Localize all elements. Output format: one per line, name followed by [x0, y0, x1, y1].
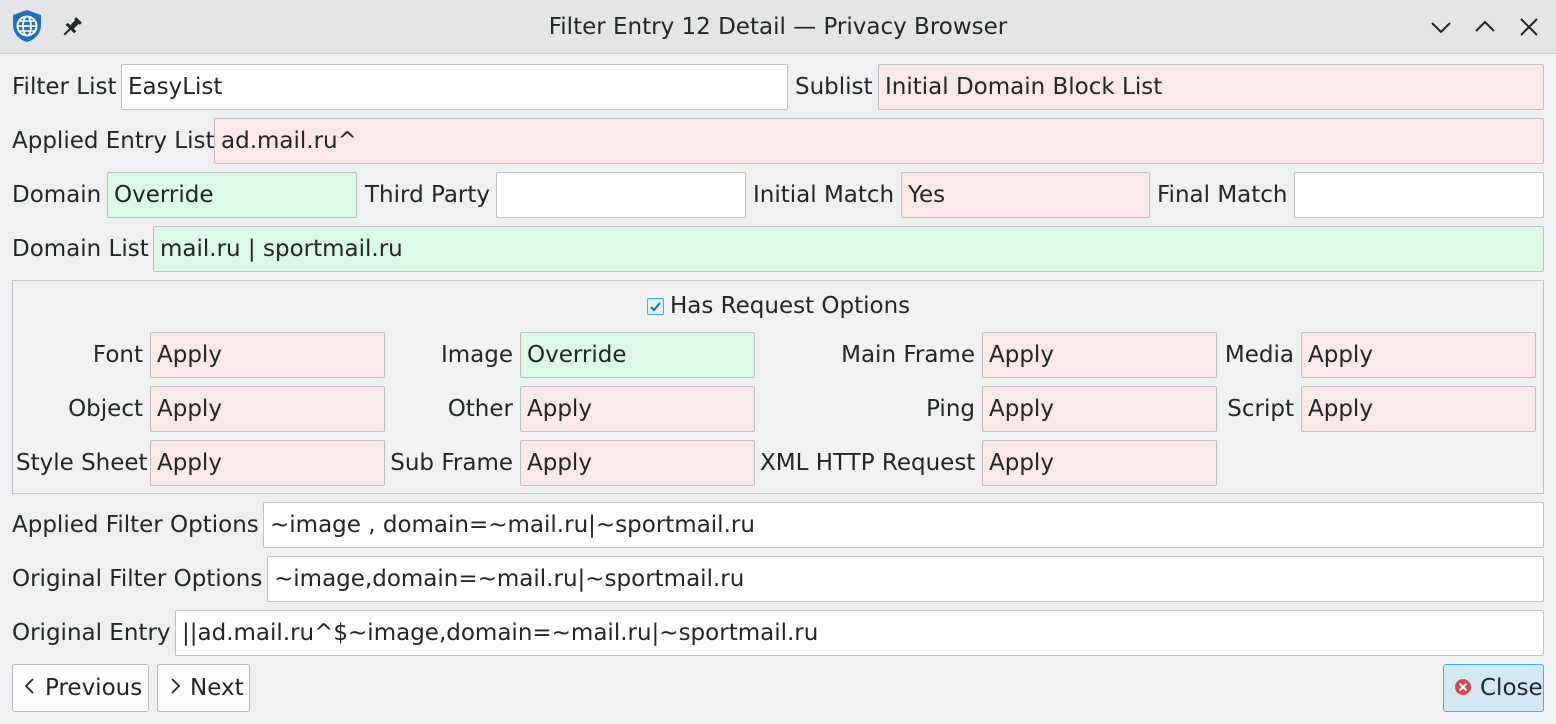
domain-list-label: Domain List: [12, 236, 149, 262]
applied-entry-list-field[interactable]: ad.mail.ru^: [214, 118, 1544, 164]
third-party-label: Third Party: [365, 182, 490, 208]
sublist-field[interactable]: Initial Domain Block List: [878, 64, 1544, 110]
script-field[interactable]: Apply: [1301, 386, 1536, 432]
filter-list-label: Filter List: [12, 74, 117, 100]
style-sheet-label: Style Sheet: [16, 450, 148, 476]
ping-label: Ping: [926, 396, 975, 422]
sub-frame-label: Sub Frame: [390, 450, 513, 476]
main-frame-field[interactable]: Apply: [982, 332, 1217, 378]
applied-filter-options-label: Applied Filter Options: [12, 512, 259, 538]
sub-frame-field[interactable]: Apply: [520, 440, 755, 486]
sublist-label: Sublist: [795, 74, 873, 100]
close-button-label: Close: [1480, 675, 1543, 701]
media-field[interactable]: Apply: [1301, 332, 1536, 378]
final-match-field[interactable]: [1294, 172, 1544, 218]
next-button-label: Next: [190, 675, 244, 701]
chevron-right-icon: [168, 666, 182, 712]
other-label: Other: [447, 396, 513, 422]
chevron-up-icon[interactable]: [1471, 13, 1499, 41]
original-entry-field[interactable]: ||ad.mail.ru^$~image,domain=~mail.ru|~sp…: [175, 610, 1544, 656]
image-label: Image: [440, 342, 513, 368]
font-field[interactable]: Apply: [150, 332, 385, 378]
script-label: Script: [1227, 396, 1294, 422]
chevron-down-icon[interactable]: [1427, 13, 1455, 41]
font-label: Font: [92, 342, 143, 368]
initial-match-label: Initial Match: [753, 182, 895, 208]
other-field[interactable]: Apply: [520, 386, 755, 432]
original-filter-options-label: Original Filter Options: [12, 566, 263, 592]
image-field[interactable]: Override: [520, 332, 755, 378]
main-frame-label: Main Frame: [841, 342, 975, 368]
close-circle-icon: [1454, 666, 1472, 712]
close-button[interactable]: Close: [1443, 664, 1544, 712]
object-field[interactable]: Apply: [150, 386, 385, 432]
chevron-left-icon: [23, 666, 37, 712]
xml-http-request-label: XML HTTP Request: [760, 450, 976, 476]
close-x-icon[interactable]: [1515, 13, 1543, 41]
pin-icon[interactable]: [60, 15, 84, 39]
previous-button[interactable]: Previous: [12, 664, 149, 712]
privacy-browser-globe-icon[interactable]: [10, 9, 44, 43]
initial-match-field[interactable]: Yes: [901, 172, 1150, 218]
applied-filter-options-field[interactable]: ~image , domain=~mail.ru|~sportmail.ru: [263, 502, 1544, 548]
domain-label: Domain: [12, 182, 102, 208]
style-sheet-field[interactable]: Apply: [150, 440, 385, 486]
ping-field[interactable]: Apply: [982, 386, 1217, 432]
media-label: Media: [1224, 342, 1294, 368]
next-button[interactable]: Next: [157, 664, 250, 712]
domain-field[interactable]: Override: [107, 172, 357, 218]
has-request-options-checkbox[interactable]: Has Request Options: [647, 290, 910, 322]
applied-entry-list-label: Applied Entry List: [12, 128, 215, 154]
original-entry-label: Original Entry: [12, 620, 171, 646]
xml-http-request-field[interactable]: Apply: [982, 440, 1217, 486]
previous-button-label: Previous: [45, 675, 143, 701]
object-label: Object: [68, 396, 143, 422]
title-bar: Filter Entry 12 Detail — Privacy Browser: [0, 0, 1556, 54]
filter-list-field[interactable]: EasyList: [121, 64, 788, 110]
final-match-label: Final Match: [1157, 182, 1288, 208]
domain-list-field[interactable]: mail.ru | sportmail.ru: [153, 226, 1544, 272]
has-request-options-label: Has Request Options: [670, 293, 911, 319]
window-title: Filter Entry 12 Detail — Privacy Browser: [548, 14, 1008, 40]
third-party-field[interactable]: [496, 172, 746, 218]
original-filter-options-field[interactable]: ~image,domain=~mail.ru|~sportmail.ru: [267, 556, 1544, 602]
checkbox-checked-icon[interactable]: [647, 298, 664, 315]
